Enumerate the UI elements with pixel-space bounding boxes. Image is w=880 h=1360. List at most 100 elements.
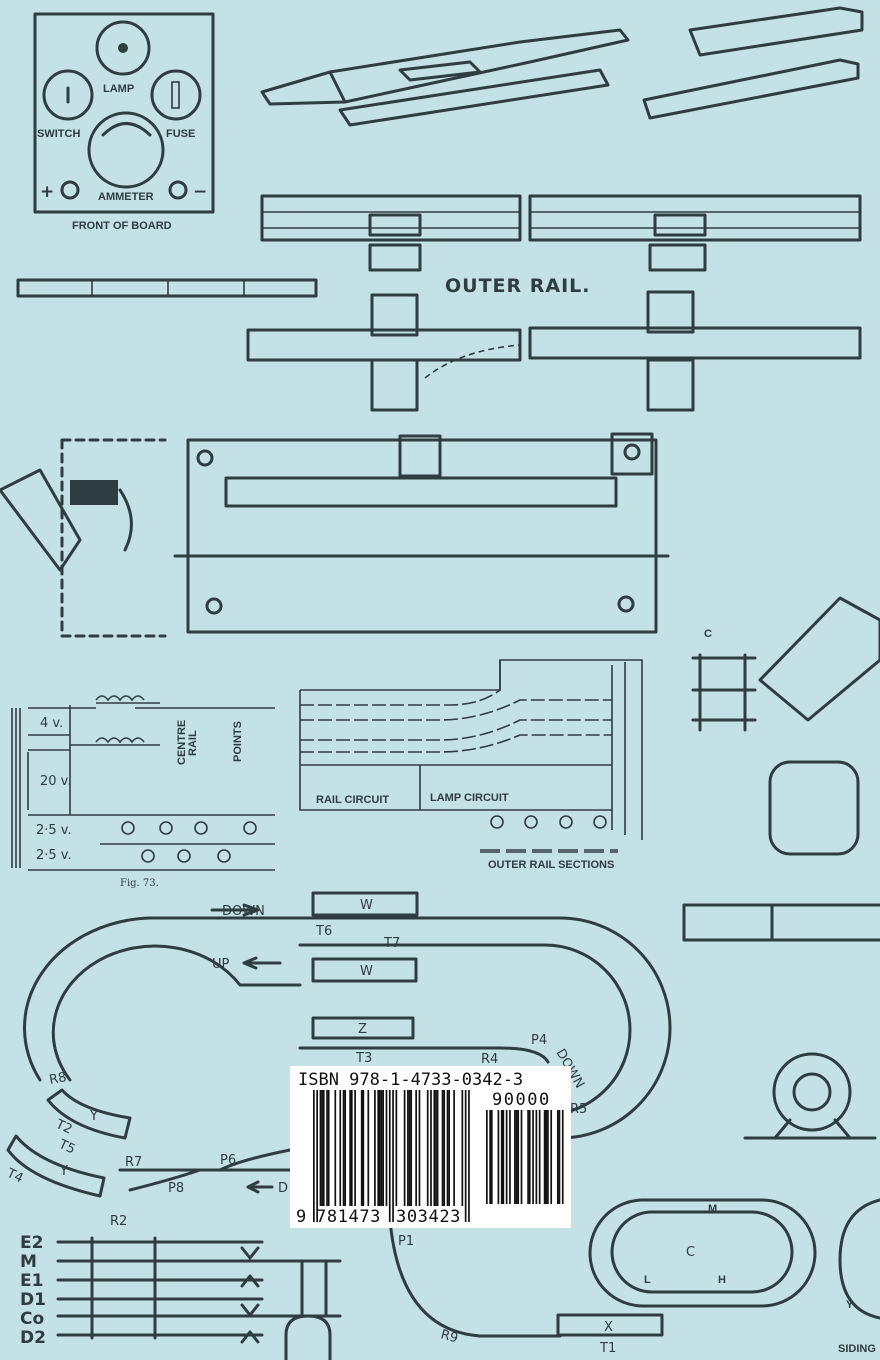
barcode-bar xyxy=(527,1110,529,1204)
lever-label: Co xyxy=(20,1309,44,1329)
barcode-bar xyxy=(322,1090,325,1206)
centre-label: CENTRE xyxy=(176,720,188,765)
first-digit: 9 xyxy=(296,1207,306,1227)
rail-pieces xyxy=(260,6,864,127)
barcode-bar xyxy=(486,1110,488,1204)
barcode-bar xyxy=(461,1090,464,1206)
switch-icon xyxy=(42,69,94,121)
barcode-bar xyxy=(448,1090,450,1206)
figure-caption: Fig. 73. xyxy=(120,878,159,889)
board-caption: FRONT OF BOARD xyxy=(72,220,172,232)
t6-label: T6 xyxy=(315,924,332,939)
loop-c-label: C xyxy=(686,1245,695,1260)
p6-label: P6 xyxy=(220,1153,236,1168)
p4-label: P4 xyxy=(531,1033,547,1048)
barcode-bar xyxy=(380,1090,383,1206)
barcode-bar xyxy=(388,1090,391,1222)
oval-loop: C M L H Y SIDING xyxy=(588,1198,880,1355)
track-layout: DOWN W T6 T7 UP W Z T3 R4 P4 DOWN R5 R8 … xyxy=(3,891,672,1356)
barcode-bar xyxy=(561,1110,564,1204)
outer-rail-label: OUTER RAIL. xyxy=(445,275,591,297)
y2-label: Y xyxy=(59,1164,68,1179)
barcode-bar xyxy=(362,1090,365,1206)
barcode-bar xyxy=(464,1090,467,1222)
barcode-bar xyxy=(349,1090,351,1206)
barcode-bar xyxy=(342,1090,345,1206)
circuit-diagram: 4 v. 20 v. 2·5 v. 2·5 v. CENTRE RAIL POI… xyxy=(11,695,275,889)
up-label: UP xyxy=(212,957,230,972)
barcode-bar xyxy=(453,1090,455,1206)
barcode-bar xyxy=(403,1090,406,1206)
r7-label: R7 xyxy=(125,1155,142,1170)
minus-label: − xyxy=(193,182,207,202)
t2-label: T2 xyxy=(52,1117,74,1138)
lever-label: E1 xyxy=(20,1271,43,1291)
barcode-bar xyxy=(313,1090,315,1222)
barcode-bar xyxy=(528,1110,531,1204)
barcode-bar xyxy=(350,1090,353,1206)
barcode-bar xyxy=(517,1110,520,1204)
p1-label: P1 xyxy=(398,1234,414,1249)
barcode-bar xyxy=(395,1090,398,1206)
rail-circuit-label: RAIL CIRCUIT xyxy=(316,794,389,806)
barcode-bar xyxy=(514,1110,516,1204)
w2-label: W xyxy=(360,964,373,979)
barcode-bar xyxy=(547,1110,549,1204)
barcode-bar xyxy=(321,1090,323,1206)
voltage-2-5v-b: 2·5 v. xyxy=(36,848,72,863)
down-top-label: DOWN xyxy=(222,904,265,919)
switch-label: SWITCH xyxy=(37,128,80,140)
d-label: D xyxy=(278,1181,288,1196)
lamp-circles xyxy=(121,821,257,863)
barcode-bar xyxy=(374,1090,376,1206)
outer-rail-sections-label: OUTER RAIL SECTIONS xyxy=(488,859,614,871)
outer-rail-drawing: OUTER RAIL. xyxy=(16,194,862,412)
barcode-bar xyxy=(410,1090,413,1206)
lever-label: D1 xyxy=(20,1290,46,1310)
barcode-bar xyxy=(490,1110,493,1204)
barcode-bar xyxy=(545,1110,548,1204)
voltage-4v: 4 v. xyxy=(40,716,63,731)
barcode-bar xyxy=(426,1090,429,1206)
t5-label: T5 xyxy=(55,1137,77,1158)
barcode-bar xyxy=(556,1110,559,1204)
barcode-bar xyxy=(446,1090,449,1206)
barcode-bar xyxy=(319,1090,322,1206)
voltage-2-5v-a: 2·5 v. xyxy=(36,823,72,838)
r5-label: R5 xyxy=(570,1102,587,1117)
barcode-bar xyxy=(468,1090,470,1222)
barcode-bar xyxy=(433,1090,436,1206)
loop-y-label: Y xyxy=(846,1299,854,1311)
right-digits: 303423 xyxy=(396,1207,461,1227)
barcode-bar xyxy=(344,1090,347,1206)
lever-label: E2 xyxy=(20,1233,43,1253)
barcode-bar xyxy=(497,1110,500,1204)
lamp-label: LAMP xyxy=(103,83,134,95)
barcode-bar xyxy=(377,1090,380,1206)
lamp-icon xyxy=(95,20,151,76)
t1-label: T1 xyxy=(599,1341,616,1356)
barcode-bar xyxy=(367,1090,370,1206)
barcode-bar xyxy=(327,1090,330,1206)
barcode-bar xyxy=(558,1110,561,1204)
barcode-bar xyxy=(392,1090,394,1222)
loop-l-label: L xyxy=(644,1274,651,1286)
barcode-bar xyxy=(550,1110,553,1204)
barcode-bar xyxy=(382,1090,384,1206)
barcode-bar xyxy=(509,1110,511,1204)
t7-label: T7 xyxy=(383,936,400,951)
siding-label: SIDING xyxy=(838,1343,876,1355)
left-digits: 781473 xyxy=(316,1207,381,1227)
r8-label: R8 xyxy=(48,1070,68,1088)
barcode-bar xyxy=(379,1090,381,1206)
r4-label: R4 xyxy=(481,1052,498,1067)
barcode-bar xyxy=(505,1110,508,1204)
barcode-bar xyxy=(415,1090,417,1206)
right-drawings: C xyxy=(682,596,880,1140)
wiring-diagram: RAIL CIRCUIT LAMP CIRCUIT OUTER RAIL SEC… xyxy=(299,659,643,871)
barcode-bar xyxy=(408,1090,411,1206)
loop-h-label: H xyxy=(718,1274,726,1286)
